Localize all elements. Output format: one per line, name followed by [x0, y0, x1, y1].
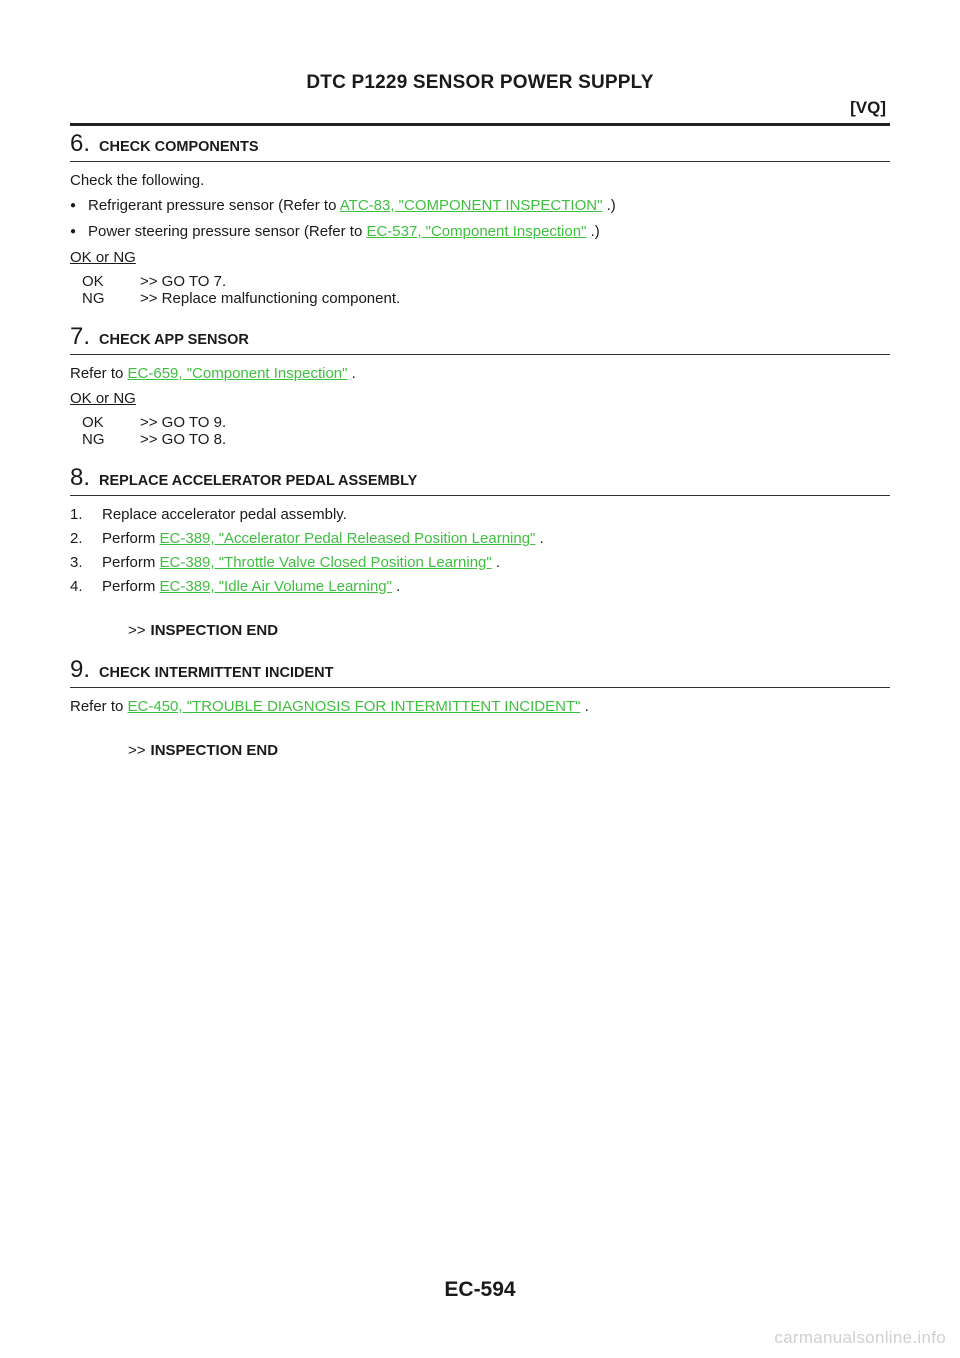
result-ng: NG >> Replace malfunctioning component.	[82, 290, 401, 307]
list-item: 4. Perform EC-389, "Idle Air Volume Lear…	[70, 578, 401, 595]
link-ec-450[interactable]: EC-450, "TROUBLE DIAGNOSIS FOR INTERMITT…	[127, 698, 581, 715]
step-8-end: >>INSPECTION END	[128, 622, 279, 639]
step-6-intro: Check the following.	[70, 172, 205, 189]
step-7-heading: 7. CHECK APP SENSOR	[70, 323, 890, 355]
link-atc-83[interactable]: ATC-83, "COMPONENT INSPECTION"	[339, 197, 603, 214]
step-9-heading: 9. CHECK INTERMITTENT INCIDENT	[70, 656, 890, 688]
list-item: ● Power steering pressure sensor (Refer …	[70, 223, 600, 240]
link-ec-389-idle[interactable]: EC-389, "Idle Air Volume Learning"	[159, 578, 392, 595]
list-item: 3. Perform EC-389, "Throttle Valve Close…	[70, 554, 501, 571]
ok-ng-label: OK or NG	[70, 249, 136, 266]
step-title: CHECK APP SENSOR	[99, 332, 249, 348]
page-title: DTC P1229 SENSOR POWER SUPPLY	[306, 72, 654, 93]
page-number: EC-594	[444, 1278, 516, 1301]
header-divider	[70, 123, 890, 126]
step-number: 6	[70, 130, 84, 157]
link-ec-537[interactable]: EC-537, "Component Inspection"	[366, 223, 587, 240]
link-ec-659[interactable]: EC-659, "Component Inspection"	[127, 365, 348, 382]
list-item: 1. Replace accelerator pedal assembly.	[70, 506, 347, 523]
result-ok: OK >> GO TO 9.	[82, 414, 227, 431]
step-title: REPLACE ACCELERATOR PEDAL ASSEMBLY	[99, 473, 418, 489]
step-9-end: >>INSPECTION END	[128, 742, 279, 759]
step-title: CHECK INTERMITTENT INCIDENT	[99, 665, 334, 681]
step-title: CHECK COMPONENTS	[99, 139, 259, 155]
bullet-icon: ●	[70, 226, 77, 237]
result-ok: OK >> GO TO 7.	[82, 273, 227, 290]
watermark: carmanualsonline.info	[774, 1328, 946, 1347]
link-ec-389-pedal[interactable]: EC-389, "Accelerator Pedal Released Posi…	[159, 530, 536, 547]
document-body: 6. CHECK COMPONENTS Check the following.…	[70, 130, 890, 760]
link-ec-389-throttle[interactable]: EC-389, "Throttle Valve Closed Position …	[159, 554, 492, 571]
step-number: 7	[70, 323, 84, 350]
ok-ng-label: OK or NG	[70, 390, 136, 407]
list-item: 2. Perform EC-389, "Accelerator Pedal Re…	[70, 530, 544, 547]
step-6-heading: 6. CHECK COMPONENTS	[70, 130, 890, 162]
result-ng: NG >> GO TO 8.	[82, 431, 227, 448]
model-tag: [VQ]	[850, 98, 886, 117]
step-9-refer: Refer to EC-450, "TROUBLE DIAGNOSIS FOR …	[70, 698, 589, 715]
step-number: 8	[70, 464, 84, 491]
step-number: 9	[70, 656, 84, 683]
step-7-refer: Refer to EC-659, "Component Inspection" …	[70, 365, 356, 382]
step-8-heading: 8. REPLACE ACCELERATOR PEDAL ASSEMBLY	[70, 464, 890, 496]
bullet-icon: ●	[70, 200, 77, 211]
list-item: ● Refrigerant pressure sensor (Refer to …	[70, 197, 616, 214]
